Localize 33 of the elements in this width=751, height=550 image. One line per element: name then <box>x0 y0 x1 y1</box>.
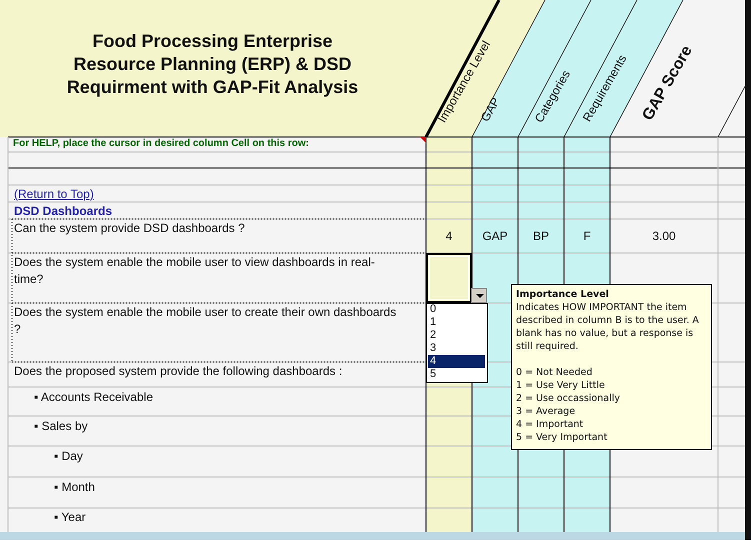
cell-value: GAP <box>481 228 509 245</box>
scale-item: 0 = Not Needed <box>516 366 594 379</box>
scale-item: 3 = Average <box>516 405 576 418</box>
dropdown-option: 4 <box>428 355 485 368</box>
list-item: ▪ Sales by <box>34 418 88 435</box>
tooltip-heading: Importance Level <box>516 288 610 301</box>
comment-tooltip <box>511 284 712 450</box>
scale-item: 5 = Very Important <box>516 431 608 444</box>
list-item: ▪ Accounts Receivable <box>34 389 153 406</box>
question-text: Does the proposed system provide the following dashboards : <box>14 363 344 380</box>
question-text: Can the system provide DSD dashboards ? <box>14 220 246 237</box>
help-note: For HELP, place the cursor in desired column Cell on this row: <box>13 137 309 151</box>
dropdown-option: 5 <box>428 368 448 381</box>
list-item: ▪ Day <box>54 448 83 465</box>
section-heading: DSD Dashboards <box>14 203 112 220</box>
list-item: ▪ Month <box>54 479 95 496</box>
question-text: Does the system enable the mobile user to create their own dashboards ? <box>14 304 398 338</box>
dropdown-option: 0 <box>428 303 448 316</box>
title: Food Processing Enterprise Resource Planning (ERP) & DSD Requirment with GAP-Fit Analysis <box>66 30 360 99</box>
scale-item: 4 = Important <box>516 418 584 431</box>
question-text: Does the system enable the mobile user to view dashboards in real-time? <box>14 254 376 288</box>
dropdown-option: 1 <box>428 316 448 329</box>
cell-value: 3.00 <box>651 228 677 245</box>
dropdown-option: 3 <box>428 342 448 355</box>
scale-item: 1 = Use Very Little <box>516 379 606 392</box>
list-item: ▪ Year <box>54 509 86 526</box>
cell-value: F <box>582 228 592 245</box>
cell-value: 4 <box>444 228 454 245</box>
cell-value: BP <box>532 228 550 245</box>
scale-item: 2 = Use occassionally <box>516 392 621 405</box>
dropdown-option: 2 <box>428 329 448 342</box>
return-link: (Return to Top) <box>14 186 94 203</box>
tooltip-text: Indicates HOW IMPORTANT the item described in column B is to the user. A blank has no value, but a response is still required. <box>516 301 700 353</box>
